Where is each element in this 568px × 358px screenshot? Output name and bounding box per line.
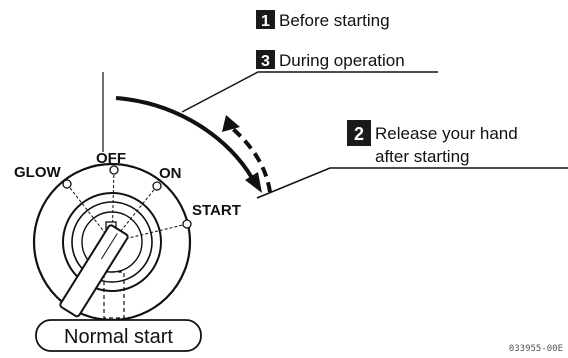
- step-1-number: 1: [261, 13, 270, 30]
- position-on-label: ON: [159, 165, 182, 182]
- step-2: 2 Release your hand after starting: [347, 120, 518, 166]
- mode-label-frame: [35, 319, 202, 352]
- step-2-leader-line: [256, 167, 568, 199]
- mode-label: Normal start: [35, 319, 202, 352]
- key-handle: [59, 224, 129, 318]
- on-guide: [111, 185, 158, 243]
- step-1-badge: [256, 10, 275, 29]
- key-ghost: [103, 271, 125, 319]
- step-2-label-line1: Release your hand: [375, 124, 518, 143]
- off-dot: [109, 165, 119, 175]
- solid-rotation-arrow: [115, 96, 262, 193]
- start-guide: [111, 223, 188, 243]
- figure-code: 033955-00E: [509, 344, 563, 354]
- step-2-number: 2: [354, 124, 364, 144]
- step-3-number: 3: [261, 53, 270, 70]
- key-switch: [32, 162, 192, 322]
- mode-label-text: Normal start: [64, 326, 173, 348]
- step-3-leader-line: [181, 71, 438, 113]
- position-glow-label: GLOW: [14, 164, 61, 181]
- dashed-return-arrow: [222, 115, 272, 193]
- position-start-label: START: [192, 202, 241, 219]
- step-3-label: During operation: [279, 51, 405, 70]
- glow-dot: [62, 179, 72, 189]
- step-1-label: Before starting: [279, 11, 390, 30]
- step-3: 3 During operation: [256, 50, 405, 70]
- position-off-label: OFF: [96, 150, 126, 167]
- step-2-badge: [347, 120, 371, 146]
- step-3-badge: [256, 50, 275, 69]
- start-dot: [182, 219, 192, 229]
- step-2-label-line2: after starting: [375, 147, 470, 166]
- switch-ring-3: [71, 201, 153, 283]
- on-dot: [152, 181, 162, 191]
- step-1: 1 Before starting: [256, 10, 390, 30]
